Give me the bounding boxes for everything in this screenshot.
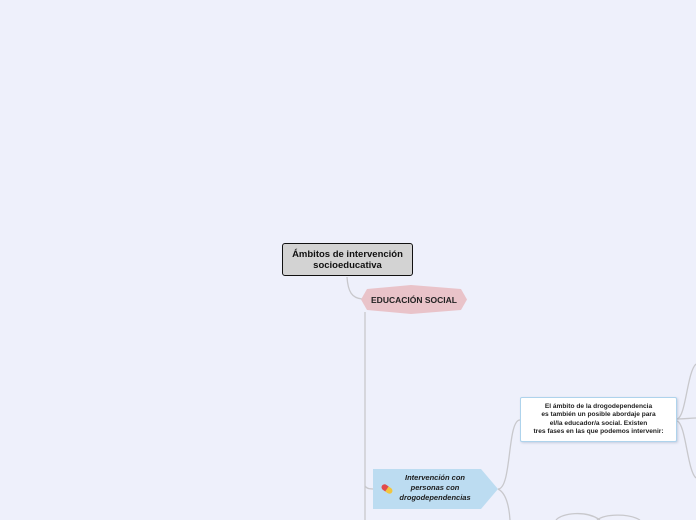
topic-intervencion-label: Intervención con personas con drogodepen… — [399, 473, 471, 502]
connector-bottom-arc-2 — [596, 514, 641, 520]
topic-educacion-social[interactable]: EDUCACIÓN SOCIAL — [361, 285, 467, 314]
connector-info-to-right-2 — [676, 417, 696, 420]
connector-info-to-right-1 — [676, 363, 696, 420]
topic-educacion-social-label: EDUCACIÓN SOCIAL — [371, 294, 457, 305]
hexagon-shape — [361, 285, 467, 314]
topic-info-label: El ámbito de la drogodependencia es tamb… — [533, 403, 664, 435]
arrow-shape — [373, 469, 498, 509]
connector-interv-to-info — [497, 419, 521, 490]
connector-bottom-arc-1 — [555, 512, 601, 520]
pill-icon — [380, 482, 394, 500]
topic-info-drogodependencia[interactable]: El ámbito de la drogodependencia es tamb… — [520, 397, 677, 442]
connector-root-to-edu — [346, 276, 363, 300]
connector-info-to-right-3 — [676, 420, 696, 479]
root-topic-label: Ámbitos de intervención socioeducativa — [292, 248, 403, 271]
connector-interv-down — [497, 488, 511, 520]
topic-intervencion-drogodependencias[interactable]: Intervención con personas con drogodepen… — [373, 469, 498, 509]
root-topic[interactable]: Ámbitos de intervención socioeducativa — [282, 243, 413, 276]
